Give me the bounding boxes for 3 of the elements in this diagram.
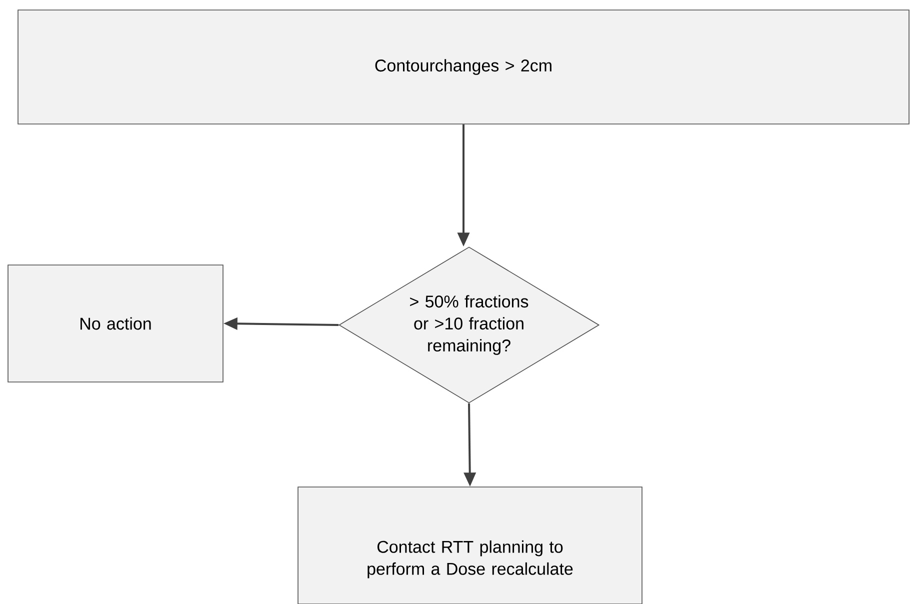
process-box: Contact RTT planning to perform a Dose recalculate — [298, 486, 642, 604]
process-box: Contourchanges > 2cm — [18, 10, 910, 124]
process-box: No action — [8, 264, 224, 382]
